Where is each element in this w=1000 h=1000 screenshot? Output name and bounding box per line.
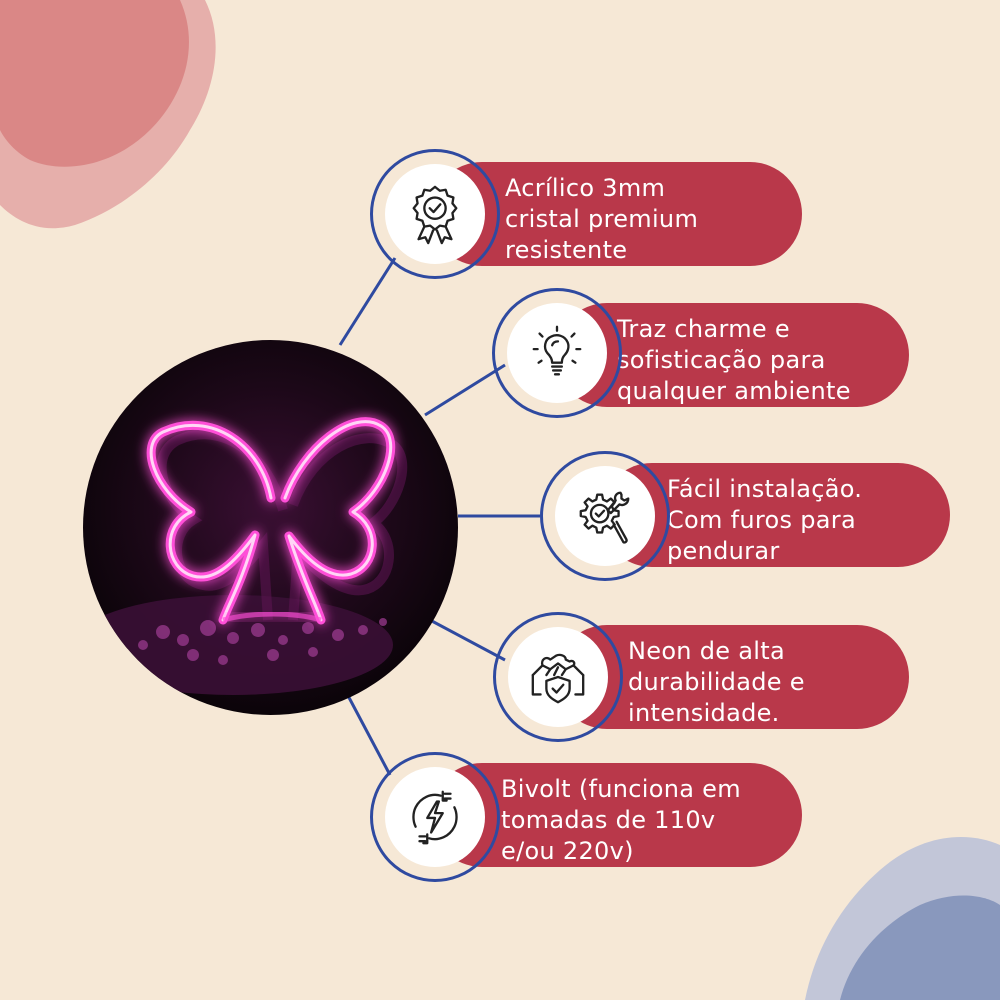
gear-wrench-icon <box>579 491 630 544</box>
feature-line: Neon de alta <box>628 637 785 665</box>
feature-line: Traz charme e <box>617 315 790 343</box>
feature-line: durabilidade e <box>628 668 805 696</box>
feature-text: Traz charme e sofisticação para qualquer… <box>617 314 889 407</box>
icon-ring <box>370 752 500 882</box>
feature-text: Neon de alta durabilidade e intensidade. <box>628 636 889 729</box>
feature-line: Com furos para <box>667 506 856 534</box>
feature-text: Fácil instalação. Com furos para pendura… <box>667 474 930 567</box>
connector-lines <box>338 257 540 776</box>
feature-line: Bivolt (funciona em <box>501 775 741 803</box>
feature-line: tomadas de 110v <box>501 806 716 834</box>
feature-pill: Traz charme e sofisticação para qualquer… <box>555 303 909 407</box>
feature-line: resistente <box>505 236 628 264</box>
blob-bottom-right-dark <box>840 895 1000 1000</box>
icon-disc <box>508 627 608 727</box>
feature-pill: Acrílico 3mm cristal premium resistente <box>430 162 802 266</box>
icon-ring <box>370 149 500 279</box>
power-plug-icon <box>412 790 458 845</box>
feature-line: pendurar <box>667 537 780 565</box>
icon-disc <box>507 303 607 403</box>
butterfly-neon-icon <box>83 340 458 715</box>
feature-line: sofisticação para <box>617 346 826 374</box>
hero-image <box>83 340 458 715</box>
handshake-shield-icon <box>531 653 585 704</box>
feature-text: Acrílico 3mm cristal premium resistente <box>505 173 782 266</box>
feature-line: qualquer ambiente <box>617 377 851 405</box>
light-bulb-icon <box>532 325 582 376</box>
feature-line: cristal premium <box>505 205 699 233</box>
icon-disc <box>385 767 485 867</box>
feature-line: Fácil instalação. <box>667 475 863 503</box>
feature-text: Bivolt (funciona em tomadas de 110v e/ou… <box>501 774 782 867</box>
feature-line: intensidade. <box>628 699 780 727</box>
award-badge-icon <box>412 185 458 245</box>
blob-top-left-dark <box>0 0 189 167</box>
icon-ring <box>493 612 623 742</box>
icon-disc <box>385 164 485 264</box>
feature-line: Acrílico 3mm <box>505 174 666 202</box>
icon-ring <box>492 288 622 418</box>
icon-disc <box>555 466 655 566</box>
icon-ring <box>540 451 670 581</box>
feature-line: e/ou 220v) <box>501 837 634 865</box>
